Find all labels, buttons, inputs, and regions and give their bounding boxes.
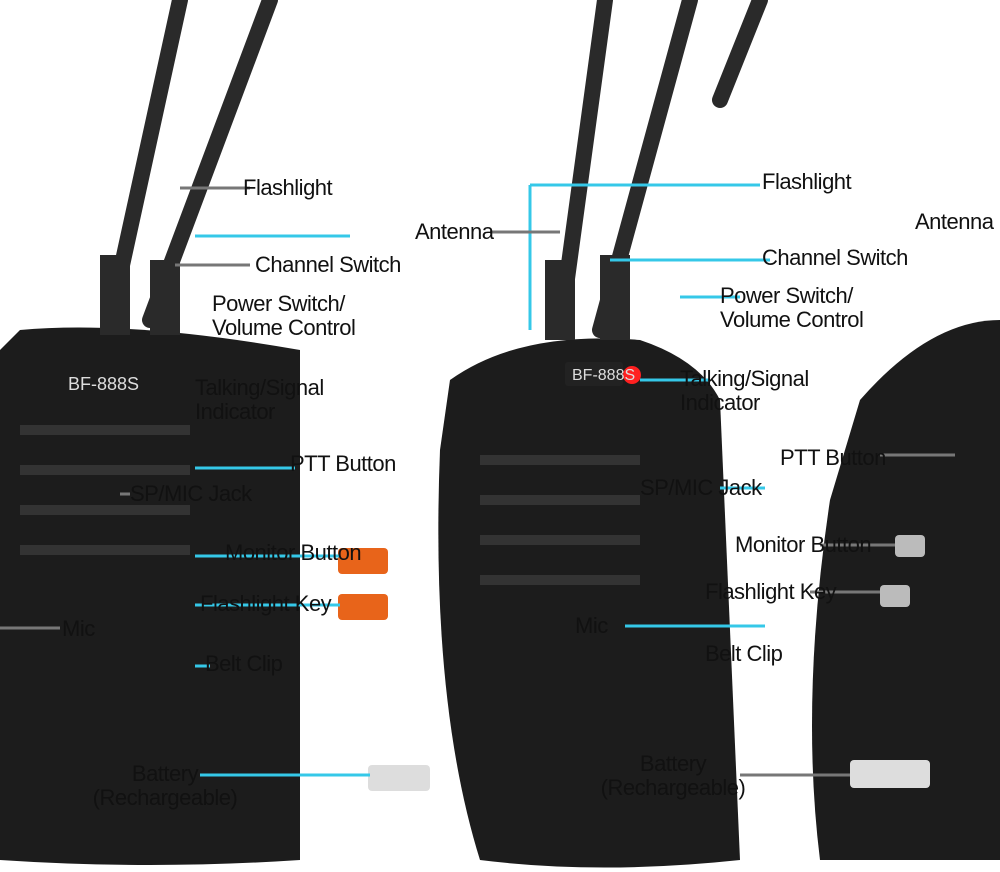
- label-monitor-left: Monitor Button: [225, 540, 362, 565]
- antenna-center-c: [712, 0, 768, 108]
- label-jack-right: SP/MIC Jack: [640, 475, 762, 500]
- battery-text-1: Battery: [639, 751, 707, 776]
- label-belt-clip-right: Belt Clip: [705, 641, 783, 666]
- indicator-led: [623, 366, 641, 384]
- antennas: [102, 0, 768, 338]
- indicator-text-1: Talking/Signal: [680, 366, 809, 391]
- label-mic-right: Mic: [575, 613, 608, 638]
- label-monitor-right: Monitor Button: [735, 532, 872, 557]
- volume-control-text: Volume Control: [212, 315, 356, 340]
- label-indicator-left: Talking/Signal Indicator: [195, 376, 324, 424]
- label-ptt-left: PTT Button: [290, 451, 396, 476]
- indicator-text-1: Talking/Signal: [195, 375, 324, 400]
- label-antenna-right: Antenna: [915, 209, 994, 234]
- leader-lines: [0, 183, 955, 777]
- label-flash-key-right: Flashlight Key: [705, 579, 837, 604]
- label-mic-left: Mic: [62, 616, 95, 641]
- model-center: BF-888S: [572, 367, 635, 384]
- indicator-text-2: Indicator: [195, 399, 275, 424]
- power-switch-text: Power Switch/: [212, 291, 345, 316]
- label-belt-clip-left: Belt Clip: [205, 651, 283, 676]
- left-radio: [0, 255, 388, 865]
- label-channel-switch-left: Channel Switch: [255, 252, 401, 277]
- indicator-text-2: Indicator: [680, 390, 760, 415]
- label-flashlight-left: Flashlight: [243, 175, 333, 200]
- label-ptt-right: PTT Button: [780, 445, 886, 470]
- right-radio: [812, 320, 1000, 860]
- battery-text-2: (Rechargeable): [600, 775, 746, 800]
- flashlight-key-left: [338, 594, 388, 620]
- label-antenna-center: Antenna: [415, 219, 494, 244]
- label-jack-left: SP/MIC Jack: [130, 481, 252, 506]
- label-battery-left: Battery (Rechargeable): [90, 762, 240, 810]
- label-power-switch-right: Power Switch/ Volume Control: [720, 283, 864, 332]
- center-radio: [368, 255, 740, 868]
- model-left: BF-888S: [68, 374, 139, 394]
- battery-text-1: Battery: [131, 761, 199, 786]
- battery-text-2: (Rechargeable): [92, 785, 238, 810]
- label-channel-switch-right: Channel Switch: [762, 245, 908, 270]
- label-indicator-right: Talking/Signal Indicator: [680, 367, 809, 415]
- monitor-button-left: [338, 548, 388, 574]
- label-battery-right: Battery (Rechargeable): [598, 752, 748, 800]
- label-flashlight-right: Flashlight: [762, 169, 852, 194]
- label-flash-key-left: Flashlight Key: [200, 591, 332, 616]
- label-power-switch-left: Power Switch/ Volume Control: [212, 291, 356, 340]
- power-switch-text: Power Switch/: [720, 283, 853, 308]
- volume-control-text: Volume Control: [720, 307, 864, 332]
